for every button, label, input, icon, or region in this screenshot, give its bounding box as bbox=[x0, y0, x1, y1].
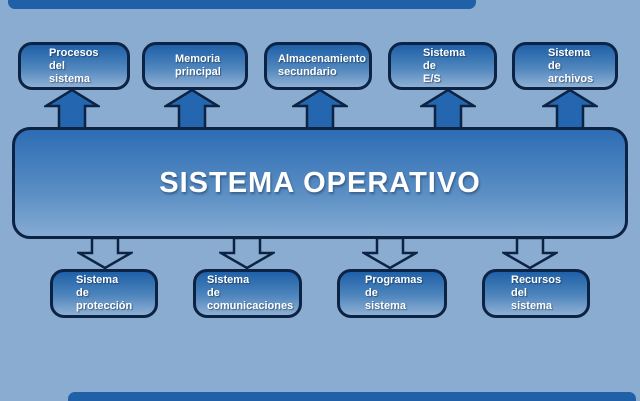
node-label: Sistema de protección bbox=[76, 274, 133, 312]
up-arrow-icon bbox=[164, 89, 220, 129]
node-label: Almacenamiento secundario bbox=[278, 53, 367, 78]
node-label: Sistema de comunicaciones bbox=[207, 274, 294, 312]
node-programas-de-sistema: Programas de sistema bbox=[337, 269, 447, 318]
down-arrow-icon bbox=[77, 238, 133, 269]
node-almacenamiento-secundario: Almacenamiento secundario bbox=[264, 42, 372, 90]
node-label: Programas de sistema bbox=[365, 274, 423, 312]
up-arrow-icon bbox=[542, 89, 598, 129]
node-label: Procesos del sistema bbox=[49, 46, 99, 85]
up-arrow-icon bbox=[420, 89, 476, 129]
up-arrow-icon bbox=[44, 89, 100, 129]
node-sistema-de-es: Sistema de E/S bbox=[388, 42, 497, 90]
down-arrow-icon bbox=[219, 238, 275, 269]
node-sistema-de-comunicaciones: Sistema de comunicaciones bbox=[193, 269, 302, 318]
node-label: Memoria principal bbox=[175, 53, 221, 78]
central-box-sistema-operativo: SISTEMA OPERATIVO bbox=[12, 127, 628, 239]
down-arrow-icon bbox=[362, 238, 418, 269]
node-label: Recursos del sistema bbox=[511, 274, 562, 312]
node-sistema-de-archivos: Sistema de archivos bbox=[512, 42, 618, 90]
down-arrow-icon bbox=[502, 238, 558, 269]
node-procesos-del-sistema: Procesos del sistema bbox=[18, 42, 130, 90]
bottom-edge-bar bbox=[68, 392, 636, 401]
node-memoria-principal: Memoria principal bbox=[142, 42, 248, 90]
node-sistema-de-proteccion: Sistema de protección bbox=[50, 269, 158, 318]
diagram-title: SISTEMA OPERATIVO bbox=[159, 166, 481, 199]
node-label: Sistema de archivos bbox=[548, 46, 594, 85]
up-arrow-icon bbox=[292, 89, 348, 129]
node-recursos-del-sistema: Recursos del sistema bbox=[482, 269, 590, 318]
top-edge-bar bbox=[8, 0, 476, 9]
node-label: Sistema de E/S bbox=[423, 46, 466, 85]
